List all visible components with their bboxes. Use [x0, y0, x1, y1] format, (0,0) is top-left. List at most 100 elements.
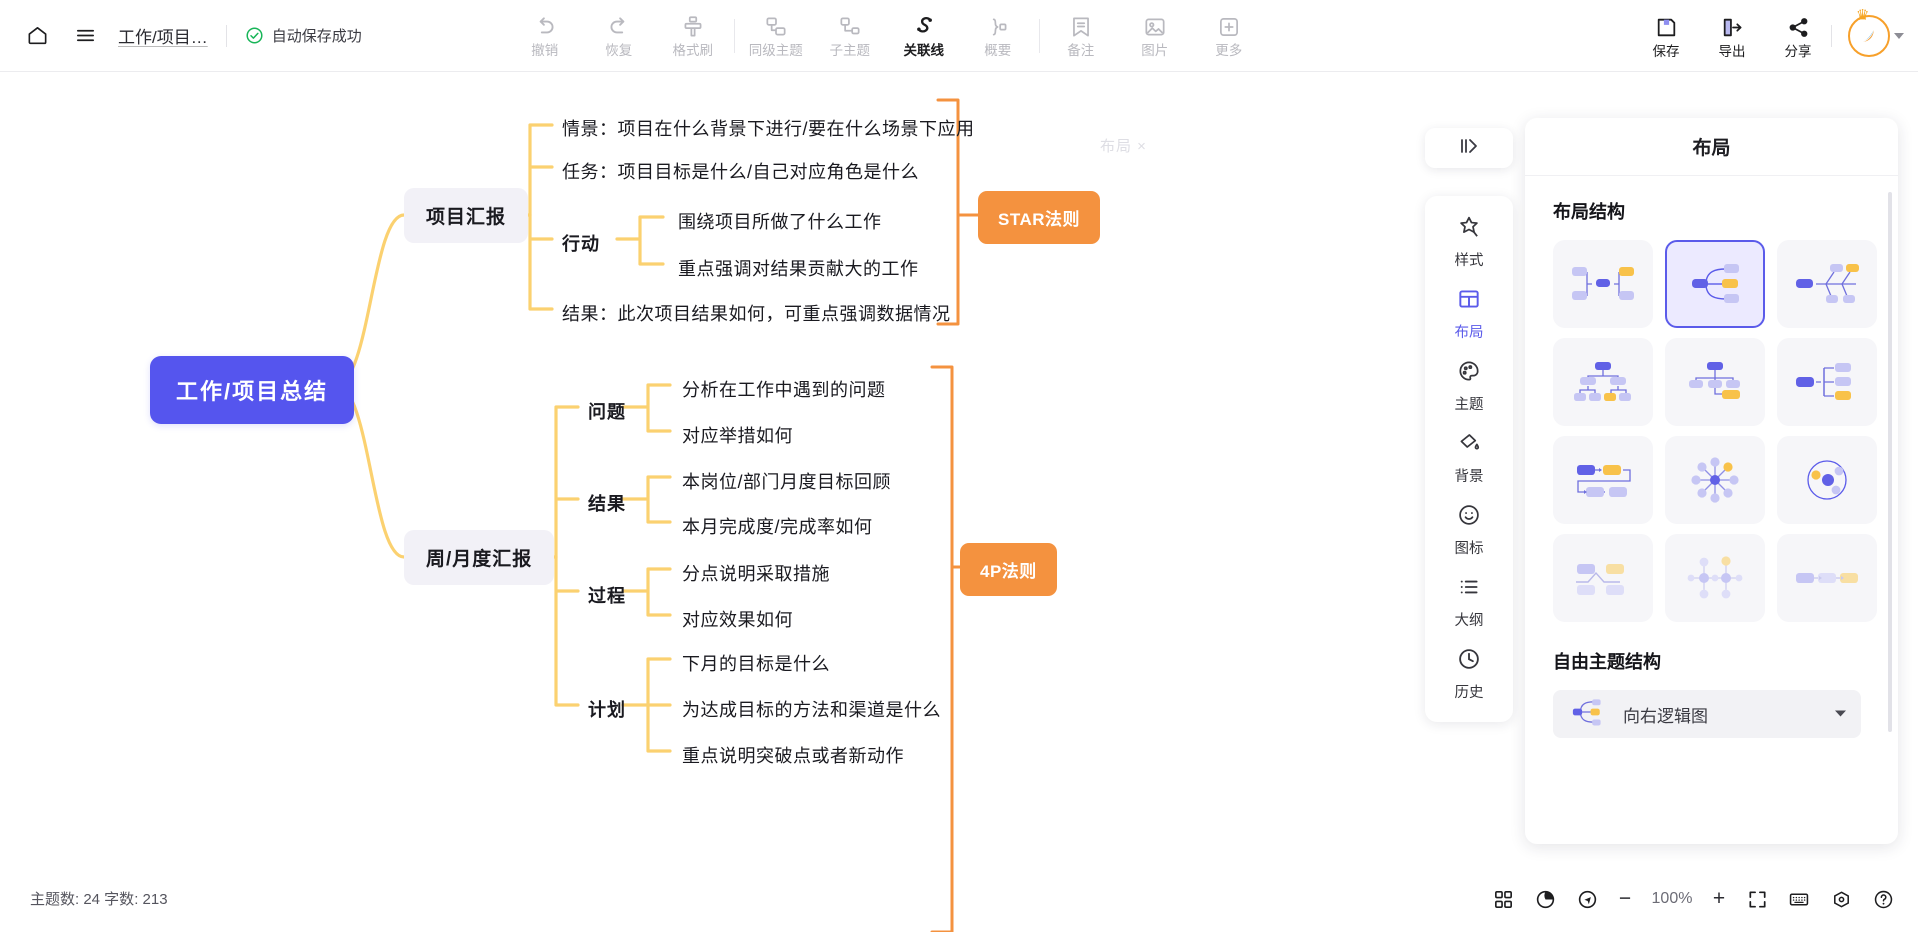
mindmap-node-plan-child-1[interactable]: 下月的目标是什么 [682, 654, 830, 674]
layout-icon [1456, 286, 1482, 317]
layout-thumb-bracket-right[interactable] [1777, 338, 1877, 426]
hamburger-menu-icon[interactable] [70, 21, 100, 51]
layout-thumb-radial-map[interactable] [1665, 436, 1765, 524]
keyboard-shortcuts-icon[interactable] [1782, 882, 1816, 916]
panel-scrollbar[interactable] [1888, 192, 1892, 732]
share-button[interactable]: 分享 [1765, 0, 1831, 72]
settings-hex-icon[interactable] [1824, 882, 1858, 916]
mindmap-node-problem[interactable]: 问题 [588, 402, 626, 422]
mindmap-node-process-child-2[interactable]: 对应效果如何 [682, 610, 793, 630]
layout-thumb-circle-map[interactable] [1777, 436, 1877, 524]
tool-more[interactable]: 更多 [1192, 0, 1266, 72]
layout-thumb-linear-flow[interactable] [1777, 534, 1877, 622]
tool-relation-line[interactable]: 关联线 [887, 0, 961, 72]
tool-sub-topic[interactable]: 子主题 [813, 0, 887, 72]
layout-thumb-logic-map-right[interactable] [1665, 240, 1765, 328]
double-bubble-tree-icon [1687, 556, 1743, 599]
mindmap-node-problem-child-1[interactable]: 分析在工作中遇到的问题 [682, 380, 886, 400]
save-button[interactable]: 保存 [1633, 0, 1699, 72]
zoom-out-button[interactable]: − [1618, 887, 1632, 910]
mindmap-node-process[interactable]: 过程 [588, 586, 626, 606]
mindmap-node-process-child-1[interactable]: 分点说明采取措施 [682, 564, 830, 584]
bottom-status-bar: − 100% + [1486, 876, 1900, 922]
chevron-down-icon[interactable] [1894, 33, 1904, 39]
canvas-stats: 主题数: 24 字数: 213 [30, 891, 168, 908]
mindmap-node-result-child-1[interactable]: 本岗位/部门月度目标回顾 [682, 472, 891, 492]
mindmap-node-result[interactable]: 结果 [588, 494, 626, 514]
rail-item-history[interactable]: 历史 [1425, 638, 1513, 710]
avatar-feather-icon [1863, 30, 1874, 42]
mindmap-node-project-report[interactable]: 项目汇报 [404, 188, 529, 243]
rail-item-outline[interactable]: 大纲 [1425, 566, 1513, 638]
layout-thumb-org-chart-down[interactable] [1553, 338, 1653, 426]
export-label: 导出 [1718, 43, 1746, 59]
tool-format-painter[interactable]: 格式刷 [656, 0, 730, 72]
mindmap-summary-star[interactable]: STAR法则 [978, 191, 1101, 244]
tool-redo[interactable]: 恢复 [582, 0, 656, 72]
export-button[interactable]: 导出 [1699, 0, 1765, 72]
mindmap-node-plan-child-3[interactable]: 重点说明突破点或者新动作 [682, 746, 904, 766]
mindmap-node-plan-child-2[interactable]: 为达成目标的方法和渠道是什么 [682, 700, 941, 720]
tool-relation-line-label: 关联线 [903, 43, 945, 59]
layout-thumb-bridge-map[interactable] [1553, 534, 1653, 622]
emoji-smiley-icon [1456, 502, 1482, 533]
sub-topic-icon [837, 13, 863, 40]
mindmap-node-weekly-monthly-report[interactable]: 周/月度汇报 [404, 530, 555, 585]
tool-sibling-topic[interactable]: 同级主题 [739, 0, 813, 72]
mindmap-node-action-child-2[interactable]: 重点强调对结果贡献大的工作 [678, 259, 919, 279]
mindmap-node-action[interactable]: 行动 [562, 234, 600, 254]
share-icon [1786, 14, 1811, 41]
zoom-in-button[interactable]: + [1712, 887, 1726, 910]
rail-item-background[interactable]: 背景 [1425, 422, 1513, 494]
mindmap-node-situation[interactable]: 情景：项目在什么背景下进行/要在什么场景下应用 [562, 119, 975, 139]
layout-thumb-fishbone-right[interactable] [1777, 240, 1877, 328]
save-floppy-icon [1654, 14, 1679, 41]
free-structure-select[interactable]: 向右逻辑图 [1553, 690, 1861, 738]
linear-flow-icon [1796, 573, 1858, 583]
timeline-snake-icon [1577, 465, 1631, 497]
document-title[interactable]: 工作/项目… [118, 28, 208, 47]
mindmap-node-task[interactable]: 任务：项目目标是什么/自己对应角色是什么 [562, 162, 919, 182]
help-icon[interactable] [1866, 882, 1900, 916]
layout-thumb-mind-map-both-sides[interactable] [1553, 240, 1653, 328]
chevron-down-icon[interactable] [1834, 705, 1847, 723]
layout-thumb-tree-chart-down[interactable] [1665, 338, 1765, 426]
background-paint-icon [1456, 430, 1482, 461]
layout-thumb-double-bubble-tree[interactable] [1665, 534, 1765, 622]
rail-item-layout[interactable]: 布局 [1425, 278, 1513, 350]
avatar[interactable]: ♛ [1848, 7, 1890, 57]
navigator-icon[interactable] [1570, 882, 1604, 916]
save-label: 保存 [1652, 43, 1680, 59]
sibling-topic-icon [763, 13, 789, 40]
panel-collapse-button[interactable] [1425, 128, 1513, 168]
mindmap-root-node[interactable]: 工作/项目总结 [150, 356, 355, 424]
fullscreen-icon[interactable] [1740, 882, 1774, 916]
zoom-level[interactable]: 100% [1651, 890, 1693, 907]
rail-item-icon[interactable]: 图标 [1425, 494, 1513, 566]
tool-undo-label: 撤销 [531, 43, 559, 59]
mindmap-node-result-top[interactable]: 结果：此次项目结果如何，可重点强调数据情况 [562, 304, 951, 324]
note-icon [1068, 13, 1094, 40]
rail-item-theme[interactable]: 主题 [1425, 350, 1513, 422]
user-avatar-menu[interactable]: ♛ [1832, 7, 1904, 57]
tool-undo[interactable]: 撤销 [508, 0, 582, 72]
outline-list-icon [1456, 574, 1482, 605]
mindmap-node-problem-child-2[interactable]: 对应举措如何 [682, 426, 793, 446]
mindmap-node-action-child-1[interactable]: 围绕项目所做了什么工作 [678, 212, 882, 232]
tool-summary[interactable]: 概要 [961, 0, 1035, 72]
mindmap-node-result-child-2[interactable]: 本月完成度/完成率如何 [682, 517, 873, 537]
format-painter-icon [680, 13, 706, 40]
mindmap-node-plan[interactable]: 计划 [588, 700, 626, 720]
layout-thumb-timeline-snake[interactable] [1553, 436, 1653, 524]
image-icon [1142, 13, 1168, 40]
mindmap-summary-4p[interactable]: 4P法则 [960, 543, 1057, 596]
home-icon[interactable] [22, 21, 52, 51]
thumbnail-grid-icon[interactable] [1486, 882, 1520, 916]
tool-image[interactable]: 图片 [1118, 0, 1192, 72]
rail-item-style[interactable]: 样式 [1425, 206, 1513, 278]
mouse-mode-icon[interactable] [1528, 882, 1562, 916]
autosave-status: 自动保存成功 [245, 25, 362, 46]
tool-note[interactable]: 备注 [1044, 0, 1118, 72]
layout-panel: 布局 布局结构 [1525, 118, 1898, 844]
tool-format-painter-label: 格式刷 [672, 43, 714, 59]
